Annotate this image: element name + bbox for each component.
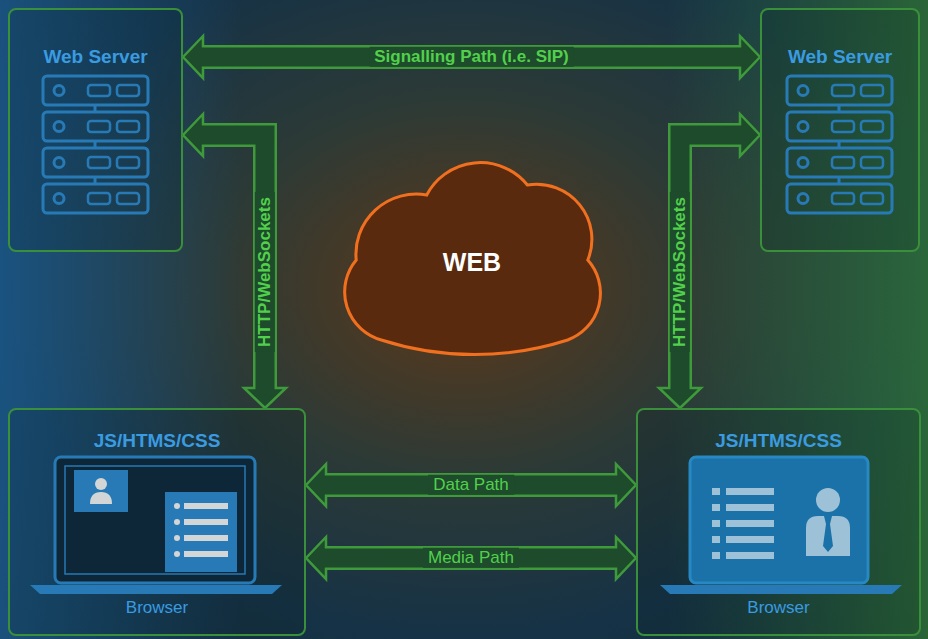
arrow-connector (306, 537, 636, 579)
server-box: Web Server (760, 8, 920, 252)
edge-label: HTTP/WebSockets (255, 192, 275, 352)
edge-label: HTTP/WebSockets (670, 192, 690, 352)
node-caption: Browser (747, 598, 809, 618)
node-caption: Browser (126, 598, 188, 618)
arrow-body (322, 476, 620, 495)
node-title: Web Server (43, 46, 147, 68)
server-box: Web Server (8, 8, 183, 252)
arrow-connector (183, 114, 286, 408)
node-title: JS/HTMS/CSS (715, 430, 842, 452)
cloud-shape: WEB (326, 150, 618, 375)
node-title: Web Server (788, 46, 892, 68)
arrow-connector (183, 36, 760, 78)
edge-label: Data Path (428, 475, 514, 495)
browser-box: JS/HTMS/CSS Browser (8, 408, 306, 636)
node-title: WEB (443, 248, 501, 277)
arrow-body (322, 549, 620, 568)
edge-label: Signalling Path (i.e. SIP) (369, 47, 574, 67)
arrow-body (199, 48, 744, 67)
browser-box: JS/HTMS/CSS Browser (636, 408, 921, 636)
edge-label: Media Path (423, 548, 519, 568)
arrow-connector (306, 464, 636, 506)
node-title: JS/HTMS/CSS (94, 430, 221, 452)
cloud-outline-path (345, 163, 601, 355)
arrow-connector (659, 114, 760, 408)
